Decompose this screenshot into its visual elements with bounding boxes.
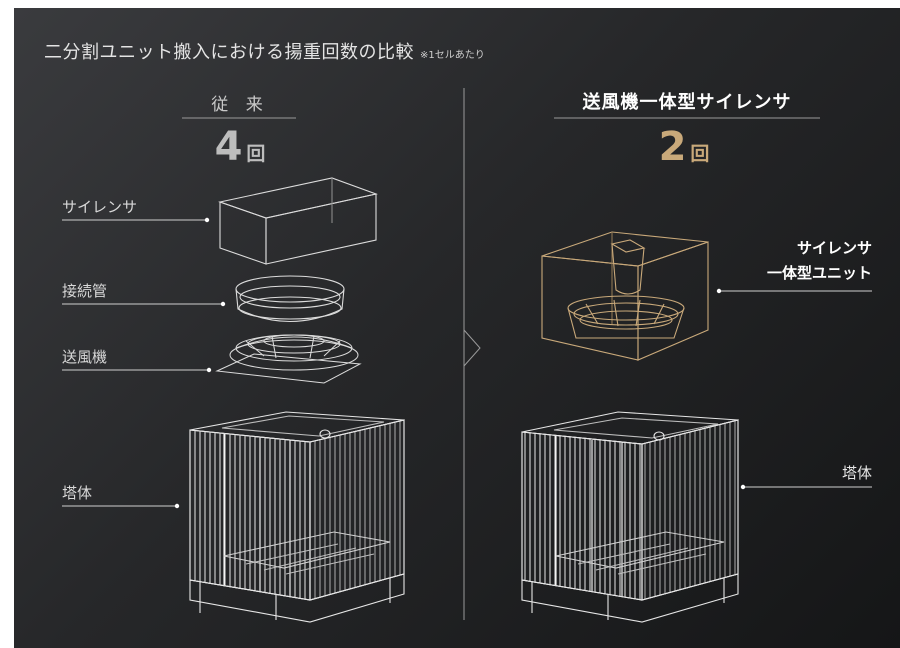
- title-footnote: ※1セルあたり: [420, 50, 485, 61]
- diagram-title: 二分割ユニット搬入における揚重回数の比較 ※1セルあたり: [44, 38, 485, 64]
- diagram-artwork: [62, 88, 872, 623]
- label-integrated-unit: サイレンサ 一体型ユニット: [704, 236, 872, 286]
- label-integrated-unit-line1: サイレンサ: [796, 239, 872, 257]
- fan-drawing: [215, 334, 362, 384]
- title-main: 二分割ユニット搬入における揚重回数の比較: [44, 42, 414, 63]
- right-heading: 送風機一体型サイレンサ: [582, 92, 792, 113]
- tower-body-left-drawing: [189, 411, 405, 623]
- label-connecting-pipe: 接続管: [62, 282, 108, 300]
- integrated-silencer-unit-drawing: [541, 231, 709, 361]
- silencer-box-drawing: [217, 177, 378, 265]
- label-tower-left: 塔体: [62, 484, 93, 502]
- label-fan: 送風機: [62, 348, 108, 366]
- label-silencer: サイレンサ: [62, 198, 138, 216]
- right-count-number: 2: [658, 124, 687, 170]
- tower-body-right-drawing: [521, 411, 739, 623]
- label-integrated-unit-line2: 一体型ユニット: [766, 264, 872, 282]
- label-tower-right: 塔体: [841, 464, 872, 482]
- connecting-pipe-drawing: [235, 275, 345, 322]
- left-count-unit: 回: [246, 143, 266, 165]
- left-count-number: 4: [214, 124, 243, 170]
- right-count-unit: 回: [690, 143, 710, 165]
- leader-lines: [62, 217, 872, 509]
- arrow-chevron: [463, 329, 481, 367]
- left-heading: 従 来: [211, 95, 269, 115]
